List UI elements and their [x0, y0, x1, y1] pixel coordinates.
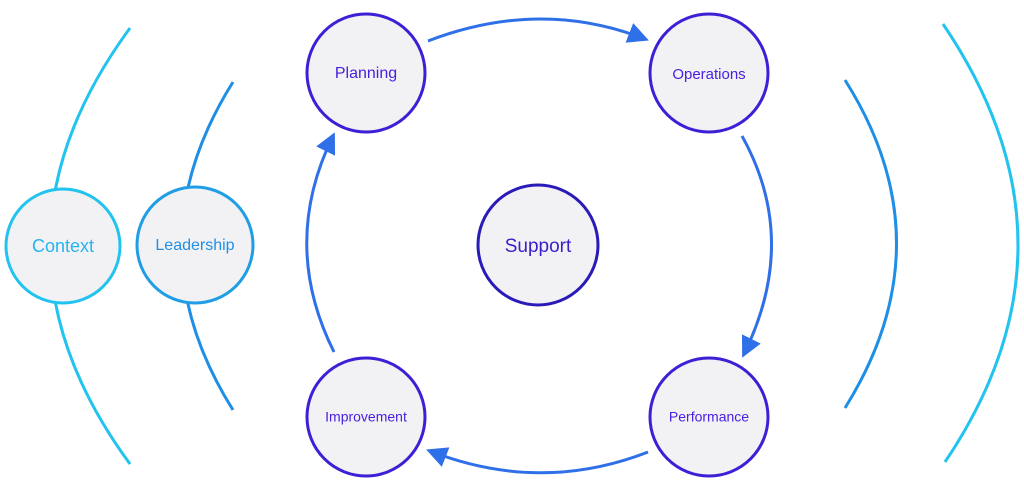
leadership-label: Leadership: [155, 237, 234, 254]
operations-node: Operations: [648, 12, 770, 134]
support-label: Support: [505, 236, 572, 257]
context-node: Context: [4, 187, 122, 305]
support-node: Support: [476, 183, 600, 307]
planning-node: Planning: [305, 12, 427, 134]
outer-right-arc: [941, 23, 1020, 463]
arrow-planning-to-operations: [427, 17, 649, 43]
arrow-operations-to-performance: [740, 135, 773, 358]
leadership-node: Leadership: [135, 185, 255, 305]
performance-node: Performance: [648, 356, 770, 478]
context-label: Context: [32, 236, 94, 256]
improvement-node: Improvement: [305, 356, 427, 478]
planning-label: Planning: [335, 65, 397, 82]
arrow-improvement-to-planning: [305, 132, 336, 353]
performance-label: Performance: [669, 409, 749, 425]
operations-label: Operations: [672, 66, 745, 83]
arrow-performance-to-improvement: [426, 447, 649, 475]
improvement-label: Improvement: [325, 409, 407, 425]
inner-right-arc: [843, 79, 898, 409]
